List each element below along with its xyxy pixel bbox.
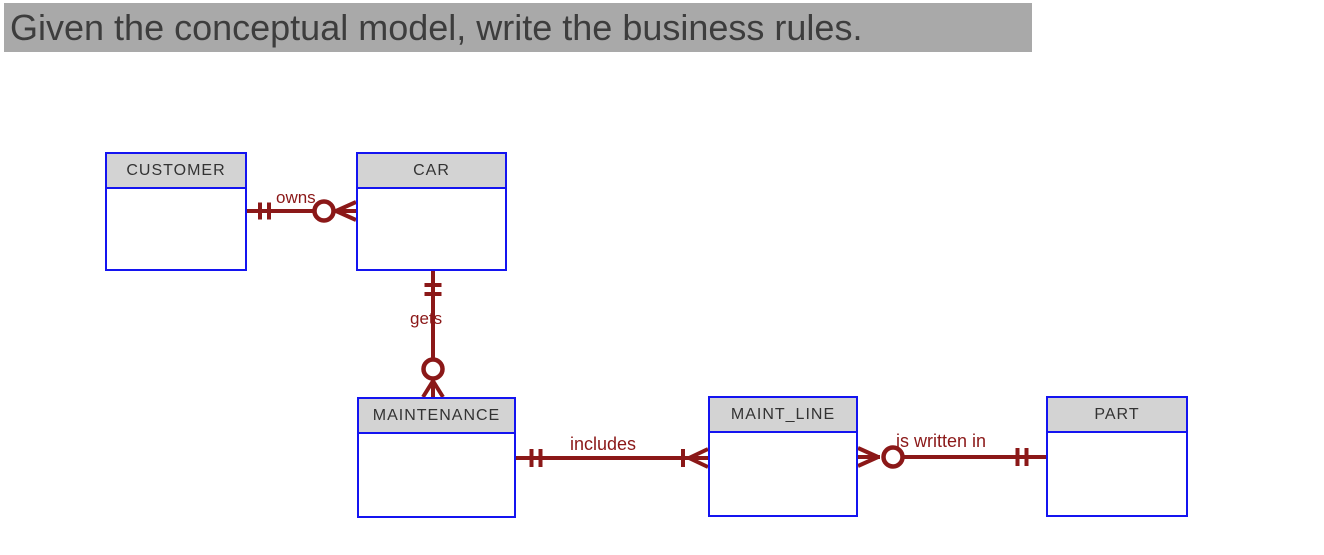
entity-part-label: PART bbox=[1094, 405, 1140, 423]
one-and-only-one-icon bbox=[1015, 448, 1029, 466]
entity-car: CAR bbox=[356, 152, 507, 271]
entity-car-header: CAR bbox=[358, 154, 505, 189]
one-and-only-one-icon bbox=[529, 449, 543, 467]
relationship-label-is-written-in: is written in bbox=[896, 431, 987, 451]
relationship-label-includes: includes bbox=[570, 434, 637, 454]
entity-maintenance-header: MAINTENANCE bbox=[359, 399, 514, 434]
entity-car-label: CAR bbox=[413, 161, 450, 179]
entity-customer-header: CUSTOMER bbox=[107, 154, 245, 189]
entity-maint-line: MAINT_LINE bbox=[708, 396, 858, 517]
entity-maintenance-label: MAINTENANCE bbox=[372, 406, 501, 424]
entity-maintenance: MAINTENANCE bbox=[357, 397, 516, 518]
entity-part-header: PART bbox=[1048, 398, 1186, 433]
entity-customer: CUSTOMER bbox=[105, 152, 247, 271]
entity-maint-line-label: MAINT_LINE bbox=[730, 405, 836, 423]
one-and-only-one-icon bbox=[424, 283, 442, 296]
zero-or-many-icon bbox=[881, 445, 905, 469]
relationship-label-gets: gets bbox=[410, 309, 443, 328]
owns-connector bbox=[247, 199, 357, 223]
crows-foot-icon bbox=[857, 446, 880, 468]
includes-connector bbox=[516, 447, 709, 469]
entity-maint-line-header: MAINT_LINE bbox=[710, 398, 856, 433]
crows-foot-icon bbox=[421, 379, 445, 399]
is-written-in-connector bbox=[857, 445, 1046, 469]
zero-or-many-icon bbox=[312, 199, 336, 223]
zero-or-many-icon bbox=[421, 357, 445, 381]
gets-connector bbox=[421, 271, 445, 399]
exercise-prompt: Given the conceptual model, write the bu… bbox=[4, 3, 1032, 52]
relationship-label-owns: owns bbox=[276, 188, 316, 207]
entity-customer-label: CUSTOMER bbox=[126, 161, 226, 179]
entity-part: PART bbox=[1046, 396, 1188, 517]
crows-foot-icon bbox=[687, 447, 709, 469]
one-and-only-one-icon bbox=[258, 202, 271, 220]
crows-foot-icon bbox=[334, 200, 357, 222]
